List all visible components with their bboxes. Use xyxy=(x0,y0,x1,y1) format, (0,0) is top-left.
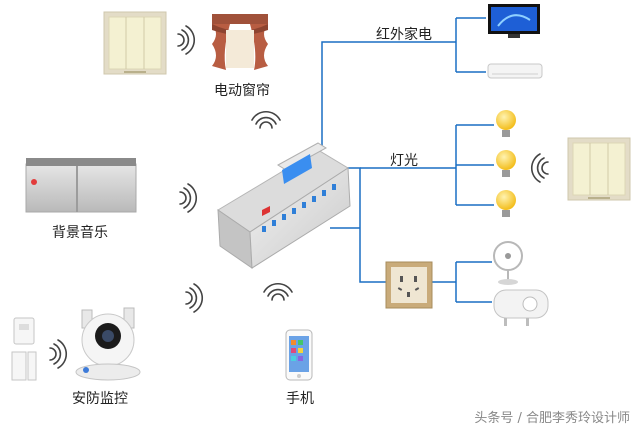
light-bulb-icon-3 xyxy=(496,190,516,217)
wall-switch-panel-top xyxy=(103,11,167,75)
connection-lines xyxy=(321,17,494,303)
watermark: 头条号 / 合肥李秀玲设计师 xyxy=(474,411,630,426)
curtain-icon xyxy=(212,14,268,70)
label-curtain: 电动窗帘 xyxy=(214,83,270,99)
wifi-signals xyxy=(49,25,549,369)
air-conditioner-icon xyxy=(487,63,543,79)
electric-fan-icon xyxy=(493,241,523,285)
wifi-signal-phone xyxy=(263,283,293,301)
tv-icon xyxy=(488,4,540,38)
wall-switch-panel-right xyxy=(567,137,631,201)
light-bulb-icon-2 xyxy=(496,150,516,177)
security-camera-icon xyxy=(75,307,141,381)
wifi-signal-top-switch xyxy=(177,25,195,55)
line-ir-branch xyxy=(321,41,456,148)
label-lighting: 灯光 xyxy=(390,153,418,169)
water-heater-icon xyxy=(493,289,549,326)
speaker-box-icon xyxy=(25,158,137,213)
wifi-signal-sensors xyxy=(49,339,67,369)
wall-socket-icon xyxy=(385,261,433,309)
door-sensor-icons xyxy=(11,317,37,381)
wifi-signal-right-switch xyxy=(531,153,549,183)
smart-home-controller xyxy=(217,142,351,269)
wifi-signal-center xyxy=(251,111,281,129)
wifi-signal-music xyxy=(179,183,197,213)
label-phone: 手机 xyxy=(286,391,314,407)
smartphone-icon xyxy=(285,329,313,381)
wifi-signal-camera xyxy=(185,283,203,313)
label-background-music: 背景音乐 xyxy=(52,225,108,241)
light-bulb-icon-1 xyxy=(496,110,516,137)
label-ir-appliances: 红外家电 xyxy=(376,27,432,43)
label-security: 安防监控 xyxy=(72,391,128,407)
